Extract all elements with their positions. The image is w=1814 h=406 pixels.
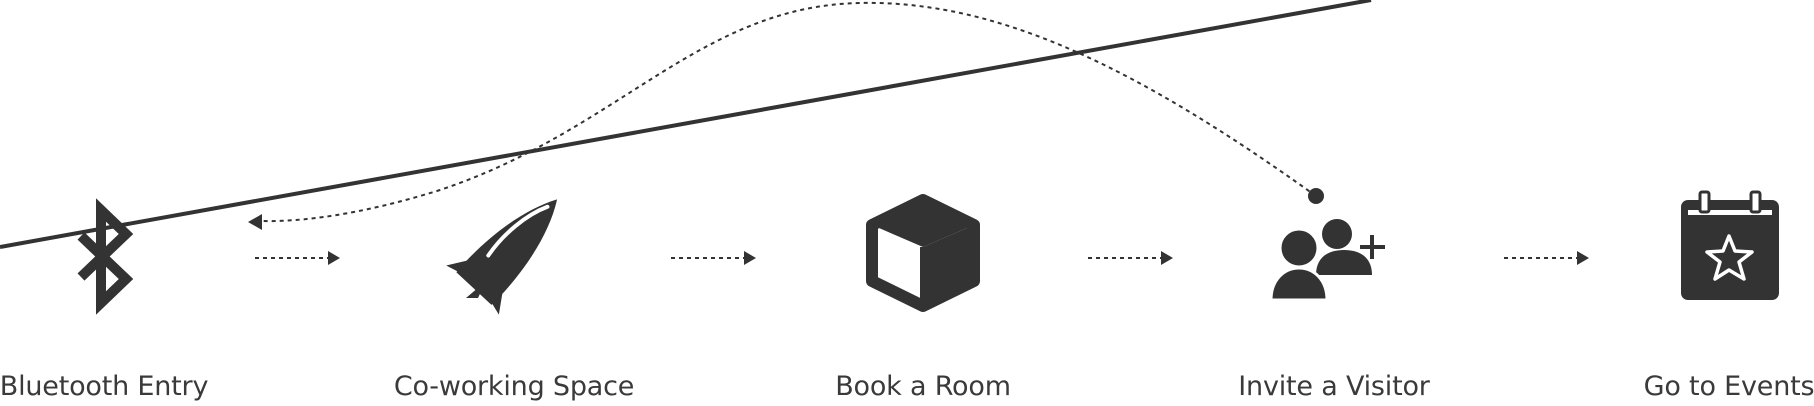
arrow-2-to-3 — [671, 251, 756, 265]
step-label-co-working-space: Co-working Space — [393, 371, 635, 402]
arrow-1-to-2 — [255, 251, 340, 265]
arrow-3-to-4 — [1088, 251, 1173, 265]
return-loop-arrowhead — [248, 214, 262, 230]
step-label-book-a-room: Book a Room — [835, 371, 1011, 402]
return-loop-start-dot — [1308, 188, 1324, 204]
step-label-invite-a-visitor: Invite a Visitor — [1238, 371, 1430, 402]
step-label-go-to-events: Go to Events — [1643, 371, 1814, 402]
cube-icon — [866, 194, 980, 312]
bluetooth-icon — [77, 198, 134, 315]
event-calendar-icon — [1681, 190, 1779, 300]
arrow-4-to-5 — [1504, 251, 1589, 265]
step-label-bluetooth-entry: Bluetooth Entry — [0, 371, 209, 402]
add-user-icon — [0, 0, 1385, 302]
return-loop-connector — [261, 1, 1317, 223]
rocket-icon — [446, 199, 558, 315]
